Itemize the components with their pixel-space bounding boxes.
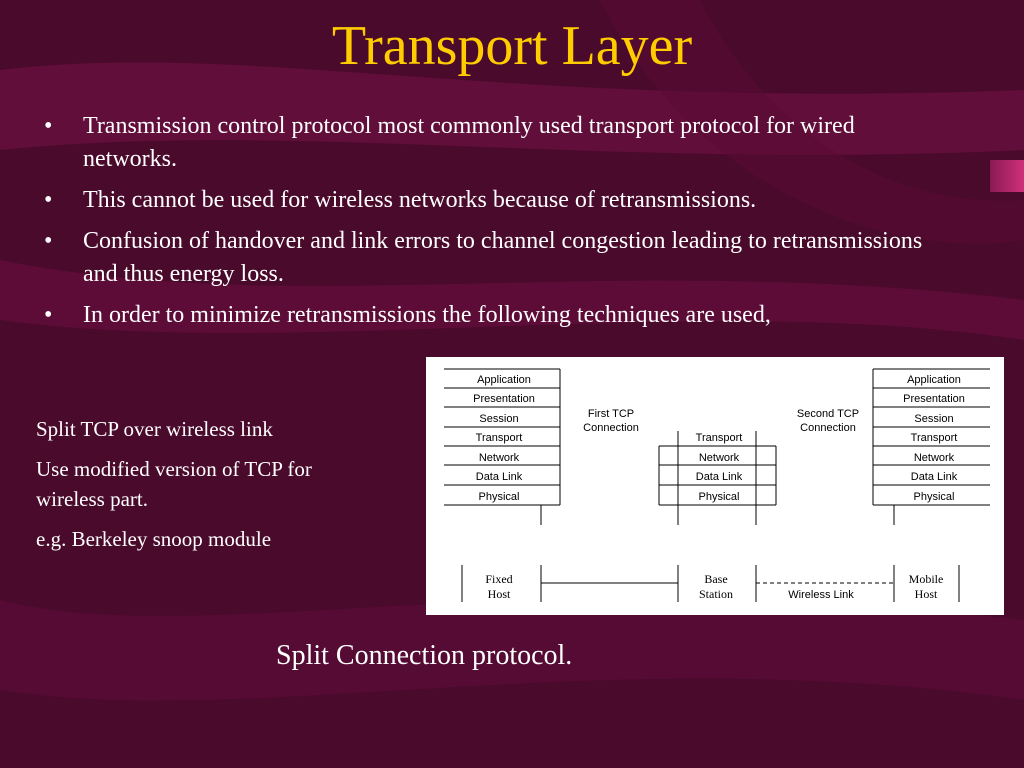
side-notes: Split TCP over wireless link Use modifie… <box>36 414 366 564</box>
decorative-tab <box>990 160 1024 192</box>
first-connection-label: First TCP <box>588 408 634 420</box>
slide-title: Transport Layer <box>331 15 693 77</box>
base-station-label: Station <box>699 587 733 601</box>
second-connection-label: Second TCP <box>797 408 859 420</box>
middle-layer-label: Network <box>699 452 740 464</box>
bullet-marker: • <box>44 113 53 139</box>
left-layer-label: Data Link <box>476 471 523 483</box>
right-layer-label: Presentation <box>903 393 965 405</box>
bullet-marker: • <box>44 228 53 254</box>
right-layer-label: Session <box>914 413 953 425</box>
mobile-host-label: Mobile <box>909 572 944 586</box>
left-layer-label: Physical <box>479 491 520 503</box>
bullet-list: • Transmission control protocol most comm… <box>44 110 944 340</box>
bullet-item: • Confusion of handover and link errors t… <box>44 225 944 291</box>
bullet-item: • Transmission control protocol most comm… <box>44 110 944 176</box>
middle-layer-label: Transport <box>696 432 743 444</box>
bullet-text: Confusion of handover and link errors to… <box>83 228 923 287</box>
right-layer-label: Data Link <box>911 471 958 483</box>
left-layer-label: Session <box>479 413 518 425</box>
wireless-link-label: Wireless Link <box>788 589 854 601</box>
bullet-item: • In order to minimize retransmissions th… <box>44 299 944 332</box>
right-layer-label: Network <box>914 452 955 464</box>
fixed-host-label: Host <box>488 587 511 601</box>
bullet-text: Transmission control protocol most commo… <box>83 113 855 172</box>
first-connection-label: Connection <box>583 422 639 434</box>
bullet-text: In order to minimize retransmissions the… <box>83 302 771 328</box>
right-layer-label: Application <box>907 374 961 386</box>
fixed-host-label: Fixed <box>485 572 512 586</box>
side-note: Use modified version of TCP for wireless… <box>36 457 312 511</box>
mobile-host-label: Host <box>915 587 938 601</box>
bullet-text: This cannot be used for wireless network… <box>83 187 757 213</box>
side-note: Split TCP over wireless link <box>36 417 273 441</box>
second-connection-label: Connection <box>800 422 856 434</box>
split-connection-diagram: Application Presentation Session Transpo… <box>426 357 1004 615</box>
right-layer-label: Transport <box>911 432 958 444</box>
left-layer-label: Application <box>477 374 531 386</box>
base-station-label: Base <box>704 572 727 586</box>
diagram-caption: Split Connection protocol. <box>276 640 573 671</box>
bullet-marker: • <box>44 302 53 328</box>
bullet-item: • This cannot be used for wireless networ… <box>44 184 944 217</box>
left-layer-label: Network <box>479 452 520 464</box>
right-layer-label: Physical <box>914 491 955 503</box>
middle-layer-label: Data Link <box>696 471 743 483</box>
side-note: e.g. Berkeley snoop module <box>36 527 272 551</box>
bullet-marker: • <box>44 187 53 213</box>
left-layer-label: Transport <box>476 432 523 444</box>
middle-layer-label: Physical <box>699 491 740 503</box>
left-layer-label: Presentation <box>473 393 535 405</box>
